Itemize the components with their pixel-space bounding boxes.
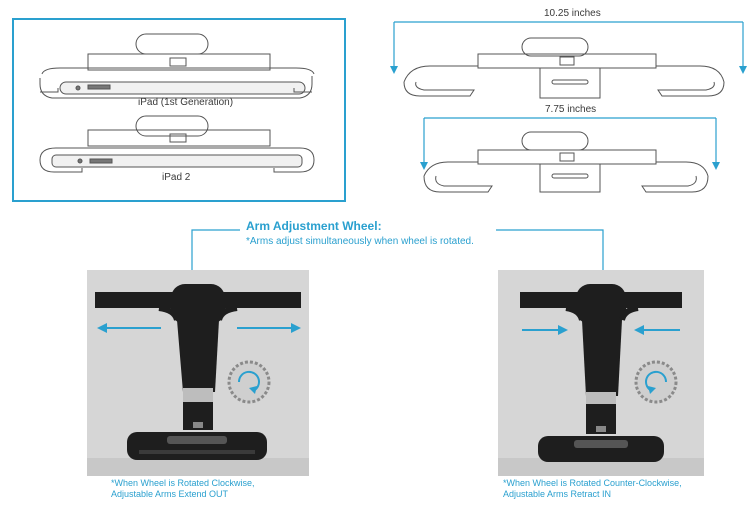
ipad2-label: iPad 2 <box>162 172 191 183</box>
min-width-dimension-line <box>420 117 720 170</box>
clockwise-wheel-icon <box>227 360 271 404</box>
clockwise-caption-line1: *When Wheel is Rotated Clockwise, <box>111 478 255 488</box>
counter-caption-line1: *When Wheel is Rotated Counter-Clockwise… <box>503 478 682 488</box>
counter-clockwise-photo <box>498 270 704 476</box>
max-width-label: 10.25 inches <box>544 8 601 19</box>
compatibility-panel <box>12 18 346 202</box>
wheel-title: Arm Adjustment Wheel: <box>246 219 382 233</box>
min-width-label: 7.75 inches <box>545 104 597 115</box>
counter-clockwise-wheel-icon <box>634 360 678 404</box>
max-width-dimension-line <box>390 21 747 74</box>
ipad2-mount-drawing <box>39 115 315 173</box>
counter-caption-line2: Adjustable Arms Retract IN <box>503 489 612 499</box>
clockwise-photo <box>87 270 309 476</box>
ipad1-label: iPad (1st Generation) <box>138 97 234 108</box>
retracted-mount-drawing <box>423 131 709 193</box>
wheel-subtitle: *Arms adjust simultaneously when wheel i… <box>246 236 474 247</box>
extended-mount-drawing <box>403 37 725 99</box>
ipad1-mount-drawing <box>39 33 315 99</box>
clockwise-caption-line2: Adjustable Arms Extend OUT <box>111 489 229 499</box>
